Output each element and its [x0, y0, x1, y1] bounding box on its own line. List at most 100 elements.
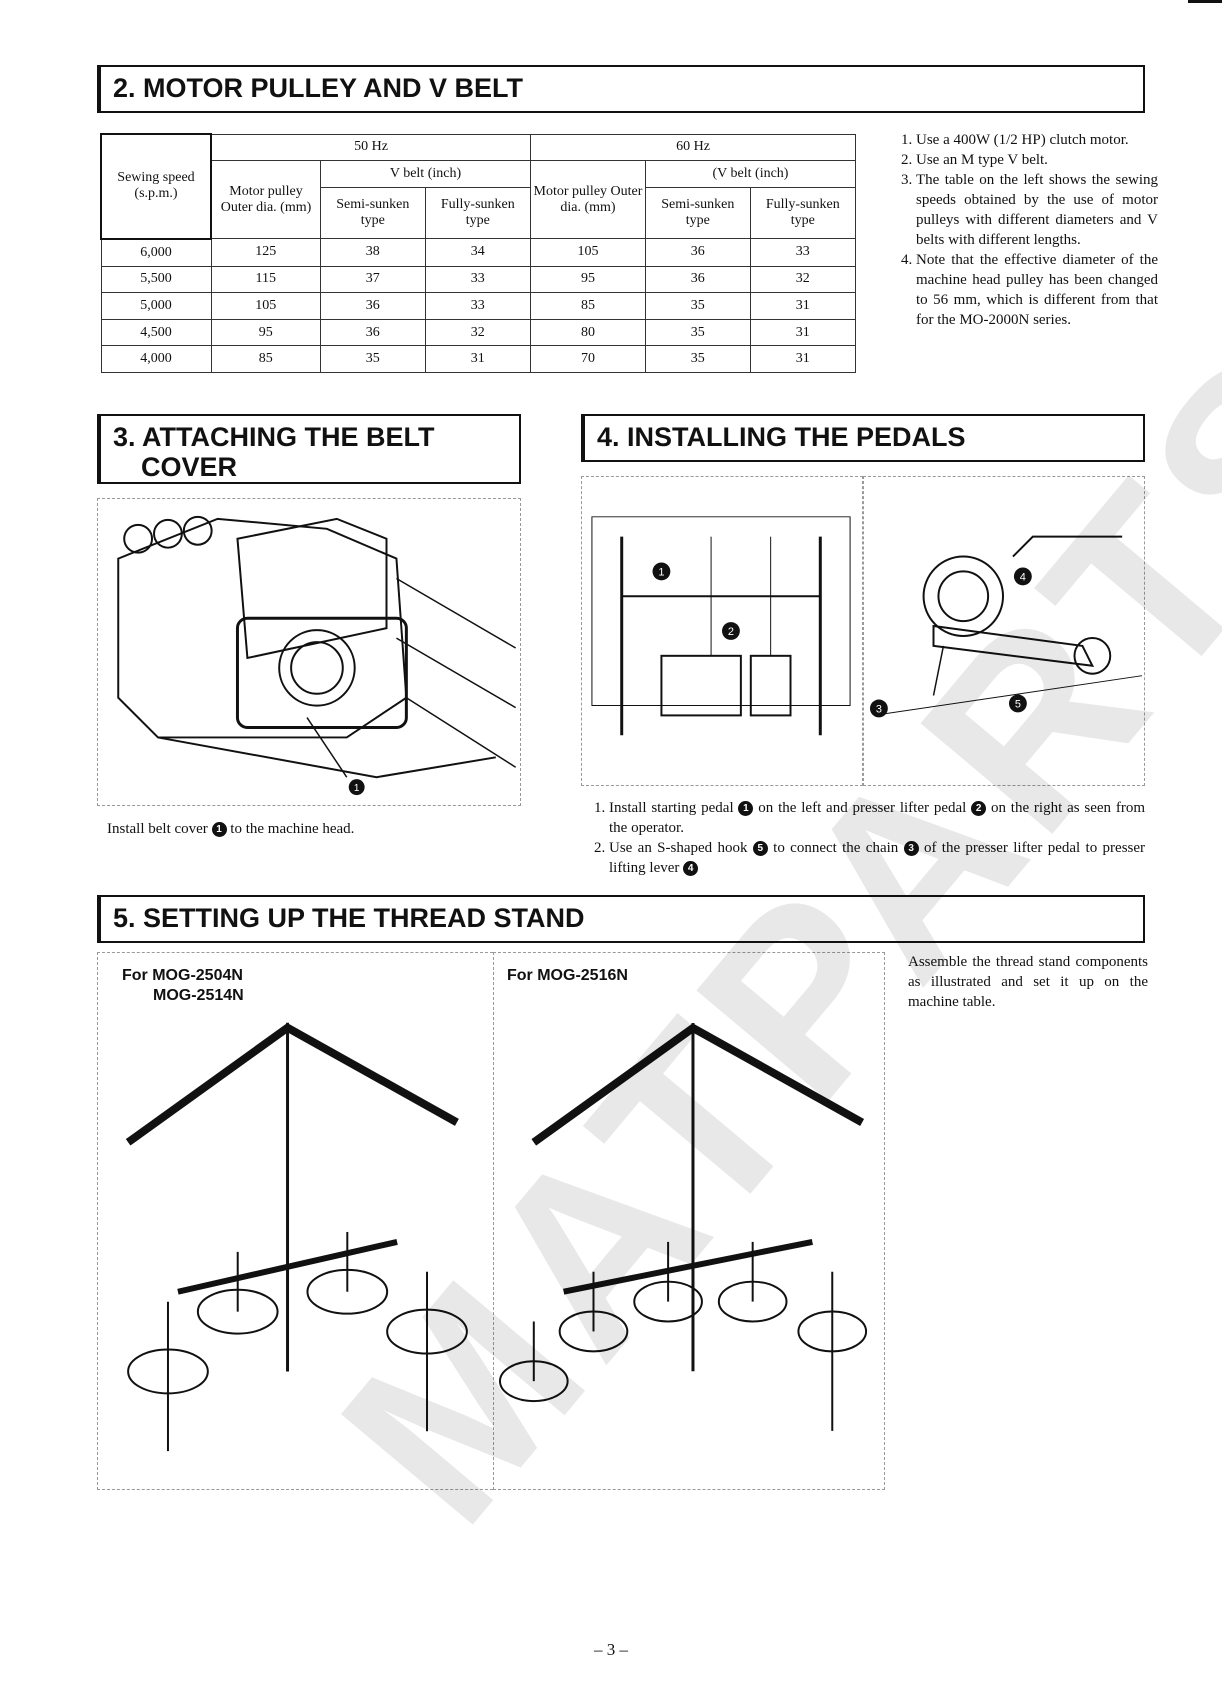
table-cell: 33: [749, 238, 857, 267]
table-cell: 37: [320, 265, 426, 294]
table-cell: 31: [749, 292, 857, 320]
table-cell: 31: [424, 345, 531, 373]
step1-part-a: Install starting pedal: [609, 800, 734, 816]
table-cell: 31: [749, 345, 857, 373]
section-4-heading: 4. INSTALLING THE PEDALS: [581, 414, 1145, 462]
table-cell: 34: [424, 238, 531, 267]
table-cell: 105: [210, 292, 321, 320]
table-cell: 35: [644, 345, 751, 373]
table-row: 4,500 95 36 32 80 35 31: [100, 318, 857, 347]
label-left-line1: For MOG-2504N: [122, 967, 243, 984]
header-60hz: 60 Hz: [529, 133, 857, 162]
label-right: For MOG-2516N: [507, 967, 628, 984]
thread-stand-figure-right: [493, 952, 885, 1490]
note-item: Use a 400W (1/2 HP) clutch motor.: [916, 130, 1158, 150]
section-3-title-line2: COVER: [141, 452, 238, 482]
caption-after: to the machine head.: [230, 821, 355, 837]
table-cell: 70: [529, 345, 646, 373]
callout-2: 2: [728, 626, 734, 638]
callout-2-badge: 2: [971, 801, 987, 817]
table-cell: 95: [210, 318, 321, 347]
section-3-title-line1: 3. ATTACHING THE BELT: [113, 422, 435, 452]
note-item: Use an M type V belt.: [916, 150, 1158, 170]
machine-head-drawing: 1: [117, 515, 517, 796]
section-2-title: 2. MOTOR PULLEY AND V BELT: [113, 73, 524, 103]
step2-part-c: of the presser lifter pedal to presser l…: [609, 840, 1146, 876]
table-cell: 36: [644, 238, 751, 267]
table-row: 5,000 105 36 33 85 35 31: [100, 292, 857, 320]
callout-1-badge: 1: [211, 822, 227, 838]
callout-1: 1: [354, 783, 360, 794]
callout-4: 4: [1020, 571, 1026, 583]
vbelt-header-60: (V belt (inch): [644, 160, 857, 188]
section-3-heading: 3. ATTACHING THE BELT COVER: [97, 414, 521, 484]
callout-1-badge: 1: [738, 801, 754, 817]
table-cell: 5,000: [100, 292, 212, 320]
table-cell: 32: [424, 318, 531, 347]
table-row: 5,500 115 37 33 95 36 32: [100, 265, 857, 294]
caption-before: Install belt cover: [107, 821, 208, 837]
table-cell: 95: [529, 265, 646, 294]
table-cell: 33: [424, 292, 531, 320]
table-cell: 35: [644, 292, 751, 320]
table-cell: 36: [320, 318, 426, 347]
table-cell: 33: [424, 265, 531, 294]
table-cell: 6,000: [100, 238, 212, 267]
table-cell: 36: [644, 265, 751, 294]
label-mog-2504n: For MOG-2504N MOG-2514N: [122, 966, 244, 1006]
table-cell: 32: [749, 265, 857, 294]
note-item: Note that the effective diameter of the …: [916, 250, 1158, 330]
table-row: 6,000 125 38 34 105 36 33: [100, 238, 857, 267]
fully-header-50: Fully-sunken type: [424, 186, 531, 240]
table-cell: 4,000: [100, 345, 212, 373]
section-4-title: 4. INSTALLING THE PEDALS: [597, 422, 966, 452]
pedal-figure-right: 4 3 5: [863, 476, 1145, 786]
pedal-steps: Install starting pedal 1 on the left and…: [585, 798, 1145, 878]
table-cell: 4,500: [100, 318, 212, 347]
thread-stand-4-spool-drawing: [125, 1022, 468, 1452]
page-number: – 3 –: [594, 1640, 628, 1659]
table-cell: 35: [644, 318, 751, 347]
step2-part-b: to connect the chain: [773, 840, 899, 856]
step-item: Install starting pedal 1 on the left and…: [609, 798, 1145, 838]
thread-stand-5-spool-drawing: [498, 1023, 868, 1431]
callout-3: 3: [876, 703, 882, 715]
note-item: The table on the left shows the sewing s…: [916, 170, 1158, 250]
callout-3-badge: 3: [903, 841, 919, 857]
fully-header-60: Fully-sunken type: [749, 186, 857, 240]
step1-part-c: on the right as seen from the operator.: [609, 800, 1146, 836]
table-cell: 38: [320, 238, 426, 267]
vbelt-header-50: V belt (inch): [320, 160, 531, 188]
step2-part-a: Use an S-shaped hook: [609, 840, 748, 856]
belt-cover-caption: Install belt cover 1 to the machine head…: [107, 821, 354, 838]
speed-header: Sewing speed (s.p.m.): [100, 133, 212, 240]
corner-mark: [1188, 0, 1222, 3]
table-cell: 85: [210, 345, 321, 373]
label-mog-2516n: For MOG-2516N: [507, 966, 628, 986]
table-cell: 31: [749, 318, 857, 347]
header-50hz: 50 Hz: [210, 133, 531, 162]
thread-stand-figure-left: [97, 952, 493, 1490]
semi-header-50: Semi-sunken type: [320, 186, 426, 240]
semi-header-60: Semi-sunken type: [644, 186, 751, 240]
table-cell: 105: [529, 238, 646, 267]
table-cell: 85: [529, 292, 646, 320]
section-5-title: 5. SETTING UP THE THREAD STAND: [113, 903, 585, 933]
table-cell: 5,500: [100, 265, 212, 294]
step-item: Use an S-shaped hook 5 to connect the ch…: [609, 838, 1145, 878]
lifting-lever-drawing: 4 3 5: [869, 535, 1143, 718]
callout-5-badge: 5: [752, 841, 768, 857]
table-cell: 125: [210, 238, 321, 267]
callout-4-badge: 4: [683, 861, 699, 877]
belt-cover-figure: 1: [97, 498, 521, 806]
pedal-stand-drawing: 1 2: [591, 516, 851, 736]
table-cell: 115: [210, 265, 321, 294]
label-left-line2: MOG-2514N: [153, 987, 244, 1004]
motor-notes: Use a 400W (1/2 HP) clutch motor. Use an…: [892, 130, 1158, 330]
thread-stand-text: Assemble the thread stand components as …: [908, 954, 1148, 1010]
table-cell: 36: [320, 292, 426, 320]
table-cell: 35: [320, 345, 426, 373]
pulley-header-60: Motor pulley Outer dia. (mm): [529, 160, 646, 240]
table-cell: 80: [529, 318, 646, 347]
pulley-header-50: Motor pulley Outer dia. (mm): [210, 160, 321, 240]
